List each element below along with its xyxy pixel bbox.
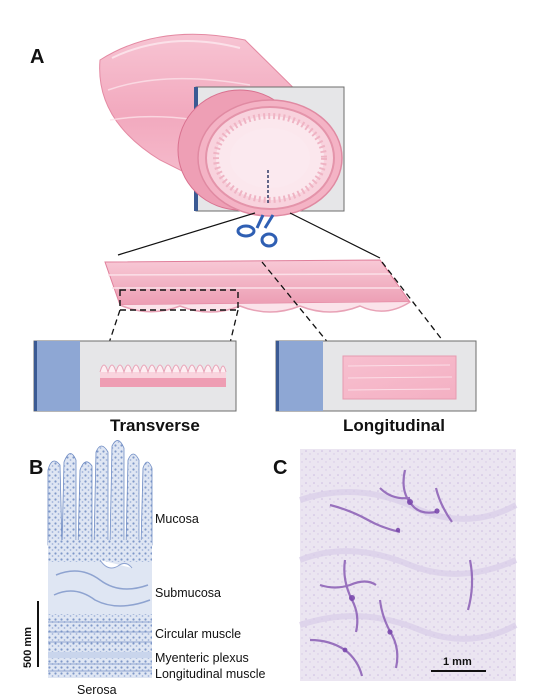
transverse-tissue-section bbox=[99, 364, 227, 387]
longitudinal-slide bbox=[275, 340, 477, 412]
stained-plexus-network bbox=[309, 469, 474, 677]
serosa-label: Serosa bbox=[77, 683, 117, 697]
panel-c-letter: C bbox=[273, 457, 287, 479]
layer-label-myenteric-plexus: Myenteric plexus bbox=[155, 651, 249, 665]
opened-tissue-strip bbox=[104, 259, 411, 313]
panel-a-letter: A bbox=[30, 46, 44, 68]
selection-box bbox=[119, 289, 239, 311]
longitudinal-guide-right bbox=[381, 261, 451, 352]
scale-bar-b-label: 500 mm bbox=[22, 627, 34, 668]
layer-label-mucosa: Mucosa bbox=[155, 512, 199, 526]
scale-bar-c-label: 1 mm bbox=[443, 656, 472, 668]
panel-b-letter: B bbox=[29, 457, 43, 479]
scissors-icon bbox=[236, 214, 278, 248]
histology-b-image bbox=[47, 440, 153, 678]
zoom-line-right bbox=[289, 212, 381, 259]
transverse-label: Transverse bbox=[110, 416, 200, 435]
longitudinal-label: Longitudinal bbox=[343, 416, 445, 435]
zoom-line-left bbox=[117, 212, 256, 256]
intestine-cross-section bbox=[177, 89, 343, 217]
longitudinal-guide-left bbox=[261, 261, 335, 352]
histology-c-image bbox=[298, 449, 518, 681]
transverse-slide bbox=[33, 340, 237, 412]
layer-label-circular-muscle: Circular muscle bbox=[155, 627, 241, 641]
layer-label-longitudinal-muscle: Longitudinal muscle bbox=[155, 667, 266, 681]
layer-label-submucosa: Submucosa bbox=[155, 586, 221, 600]
